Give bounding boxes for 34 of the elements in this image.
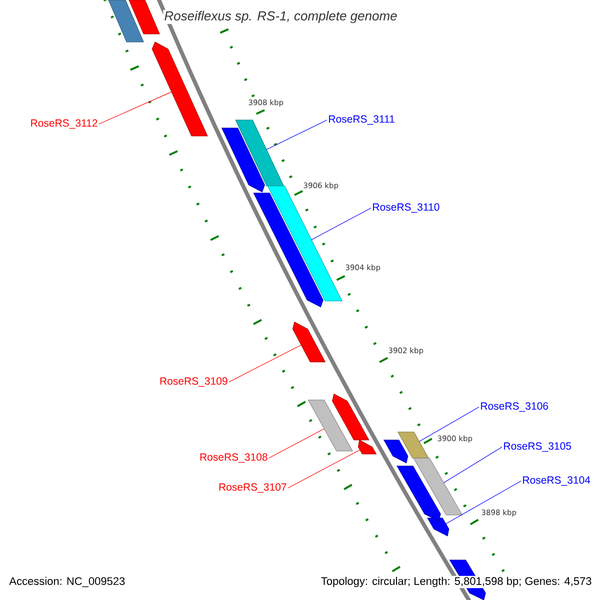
gene-bar — [152, 42, 208, 136]
title: Roseiflexus sp. RS-1, complete genome — [163, 10, 398, 24]
gene-bar — [292, 322, 326, 362]
gene-label: RoseRS_3108 — [200, 453, 268, 463]
gene-bar — [128, 0, 160, 34]
gene-bar — [253, 192, 324, 308]
gene-bar — [384, 440, 408, 464]
gene-label: RoseRS_3105 — [504, 442, 572, 452]
gene-label: RoseRS_3107 — [219, 483, 286, 493]
gene-bar — [235, 120, 284, 186]
gene-label: RoseRS_3106 — [481, 402, 548, 412]
gene-bar — [396, 466, 441, 522]
gene-bar — [358, 440, 376, 454]
gene-bar — [108, 0, 144, 42]
gene-bar — [222, 128, 265, 192]
gene-bar — [398, 432, 429, 458]
leader-line — [268, 428, 324, 458]
gene-label: RoseRS_3104 — [523, 476, 590, 486]
gene-label: RoseRS_3112 — [31, 119, 98, 129]
gene-label: RoseRS_3109 — [160, 377, 228, 387]
leader-line — [228, 344, 302, 382]
gene-bar — [332, 394, 370, 440]
leader-line — [98, 92, 172, 124]
accession-text: Accession: NC_009523 — [9, 576, 125, 588]
leader-line — [419, 406, 480, 442]
gene-label: RoseRS_3110 — [373, 203, 440, 213]
gene-bar — [413, 458, 462, 516]
leader-line — [266, 120, 328, 150]
gene-bar — [427, 518, 450, 536]
leader-line — [288, 450, 360, 488]
leader-line — [446, 480, 522, 524]
gene-bar — [308, 400, 353, 452]
genome-info-text: Topology: circular; Length: 5,801,598 bp; Genes: 4,573 — [320, 576, 593, 588]
gene-label: RoseRS_3111 — [329, 115, 394, 125]
